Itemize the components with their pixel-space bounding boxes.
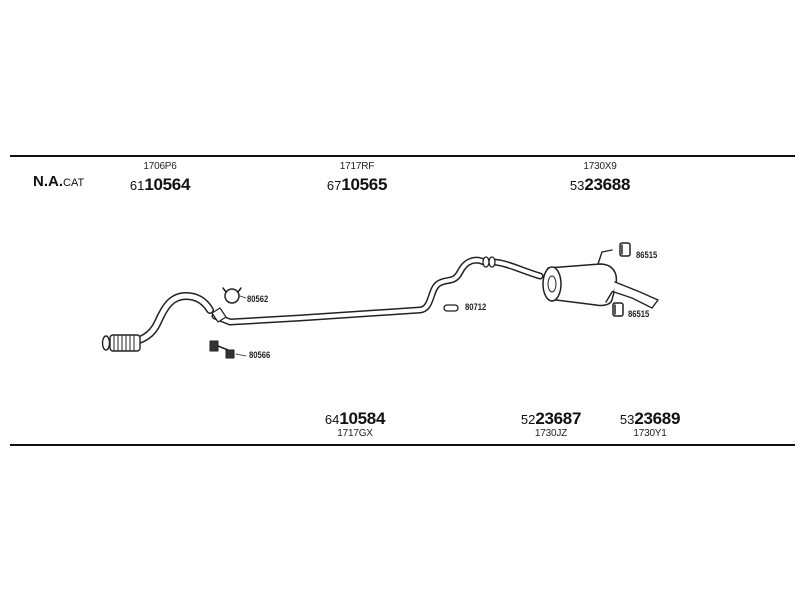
- part-prefix: 52: [520, 412, 536, 427]
- clamp-80562-drawing[interactable]: [222, 287, 247, 304]
- callout-rubber-mount-upper[interactable]: 86515: [636, 250, 658, 260]
- part-prefix: 61: [129, 178, 145, 193]
- callout-bracket-80566[interactable]: 80566: [249, 350, 271, 360]
- na-cat-note: N.A.CAT: [33, 174, 84, 190]
- rear-silencer-drawing[interactable]: [488, 249, 659, 309]
- top-rule: [10, 155, 795, 157]
- callout-clamp-80562[interactable]: 80562: [247, 294, 269, 304]
- part-number-front-pipe[interactable]: 6110564: [129, 175, 191, 194]
- rubber-mount-lower-drawing[interactable]: [612, 302, 624, 317]
- hanger-80712-drawing[interactable]: [443, 304, 459, 312]
- ref-silencer-alt-1: 1730JZ: [534, 428, 568, 439]
- part-main: 10564: [144, 175, 191, 194]
- part-prefix: 64: [324, 412, 340, 427]
- part-main: 23687: [535, 409, 582, 428]
- part-main: 10565: [341, 175, 388, 194]
- part-main: 23689: [634, 409, 681, 428]
- na-label: N.A.: [33, 173, 63, 190]
- callout-rubber-mount-lower[interactable]: 86515: [628, 309, 650, 319]
- part-number-silencer-alt-2[interactable]: 5323689: [619, 409, 681, 428]
- ref-front-pipe: 1706P6: [143, 161, 177, 172]
- part-prefix: 53: [569, 178, 585, 193]
- ref-intermediate-pipe: 1717GX: [337, 428, 373, 439]
- middle-pipe-drawing[interactable]: [211, 256, 490, 326]
- part-main: 23688: [584, 175, 631, 194]
- part-main: 10584: [339, 409, 386, 428]
- part-number-middle-pipe[interactable]: 6710565: [326, 175, 388, 194]
- bracket-80566-drawing[interactable]: [209, 340, 247, 359]
- cat-label: CAT: [63, 177, 85, 189]
- bottom-rule: [10, 444, 795, 446]
- part-number-silencer-alt-1[interactable]: 5223687: [520, 409, 582, 428]
- ref-silencer-alt-2: 1730Y1: [633, 428, 667, 439]
- part-prefix: 53: [619, 412, 635, 427]
- part-number-intermediate-pipe[interactable]: 6410584: [324, 409, 386, 428]
- ref-middle-pipe: 1717RF: [339, 161, 375, 172]
- front-pipe-drawing[interactable]: [101, 292, 214, 352]
- part-number-rear-silencer[interactable]: 5323688: [569, 175, 631, 194]
- part-prefix: 67: [326, 178, 342, 193]
- ref-rear-silencer: 1730X9: [583, 161, 617, 172]
- rubber-mount-upper-drawing[interactable]: [619, 242, 631, 257]
- callout-hanger-80712[interactable]: 80712: [465, 302, 487, 312]
